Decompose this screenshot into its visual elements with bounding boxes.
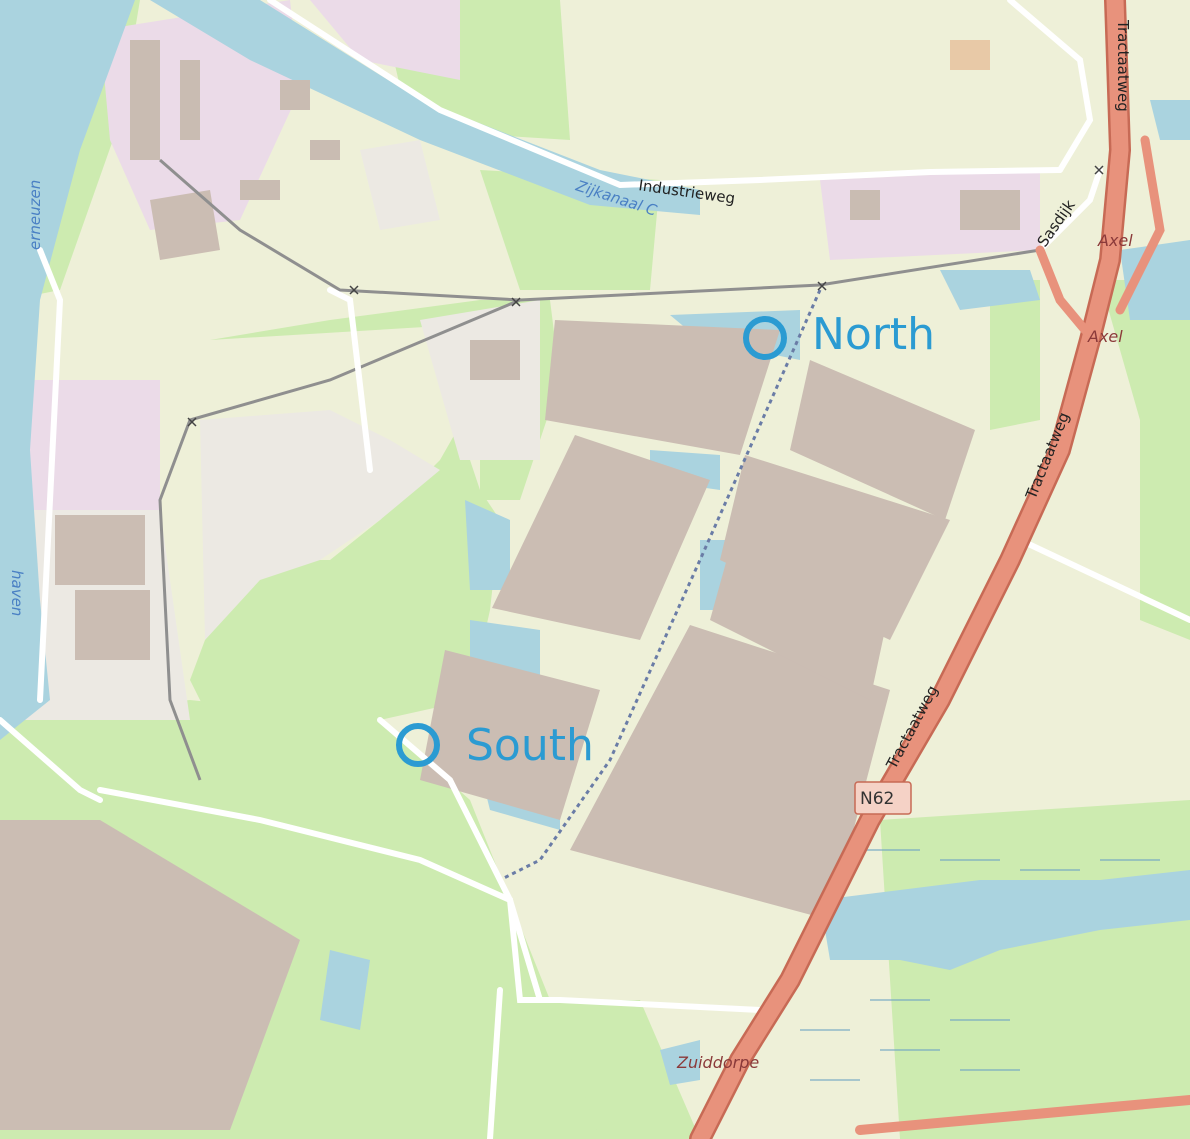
motorway-tractaatweg [689, 0, 1190, 1139]
label-tractaatweg-1: Tractaatweg [1114, 19, 1132, 112]
water-bodies [0, 0, 1190, 1085]
marker-north-circle-icon [743, 316, 787, 360]
label-terneuzen-2: haven [8, 570, 26, 616]
marker-south[interactable]: South [396, 720, 594, 771]
warehouse-buildings [0, 190, 975, 1130]
label-terneuzen-1: erneuzen [26, 180, 44, 250]
marker-north[interactable]: North [743, 309, 935, 360]
wetland-area [800, 849, 1160, 1081]
label-axel-1: Axel [1097, 231, 1133, 250]
label-zuiddorpe: Zuiddorpe [676, 1053, 759, 1072]
svg-text:N62: N62 [860, 789, 894, 809]
marker-north-label: North [812, 309, 935, 360]
n62-road-shield: N62 [854, 781, 912, 815]
rail-crossings [187, 165, 1104, 427]
marker-south-circle-icon [396, 723, 440, 767]
small-buildings [130, 40, 1020, 380]
marker-south-label: South [466, 720, 594, 771]
label-axel-2: Axel [1087, 327, 1123, 346]
rail-lines [158, 158, 1041, 882]
